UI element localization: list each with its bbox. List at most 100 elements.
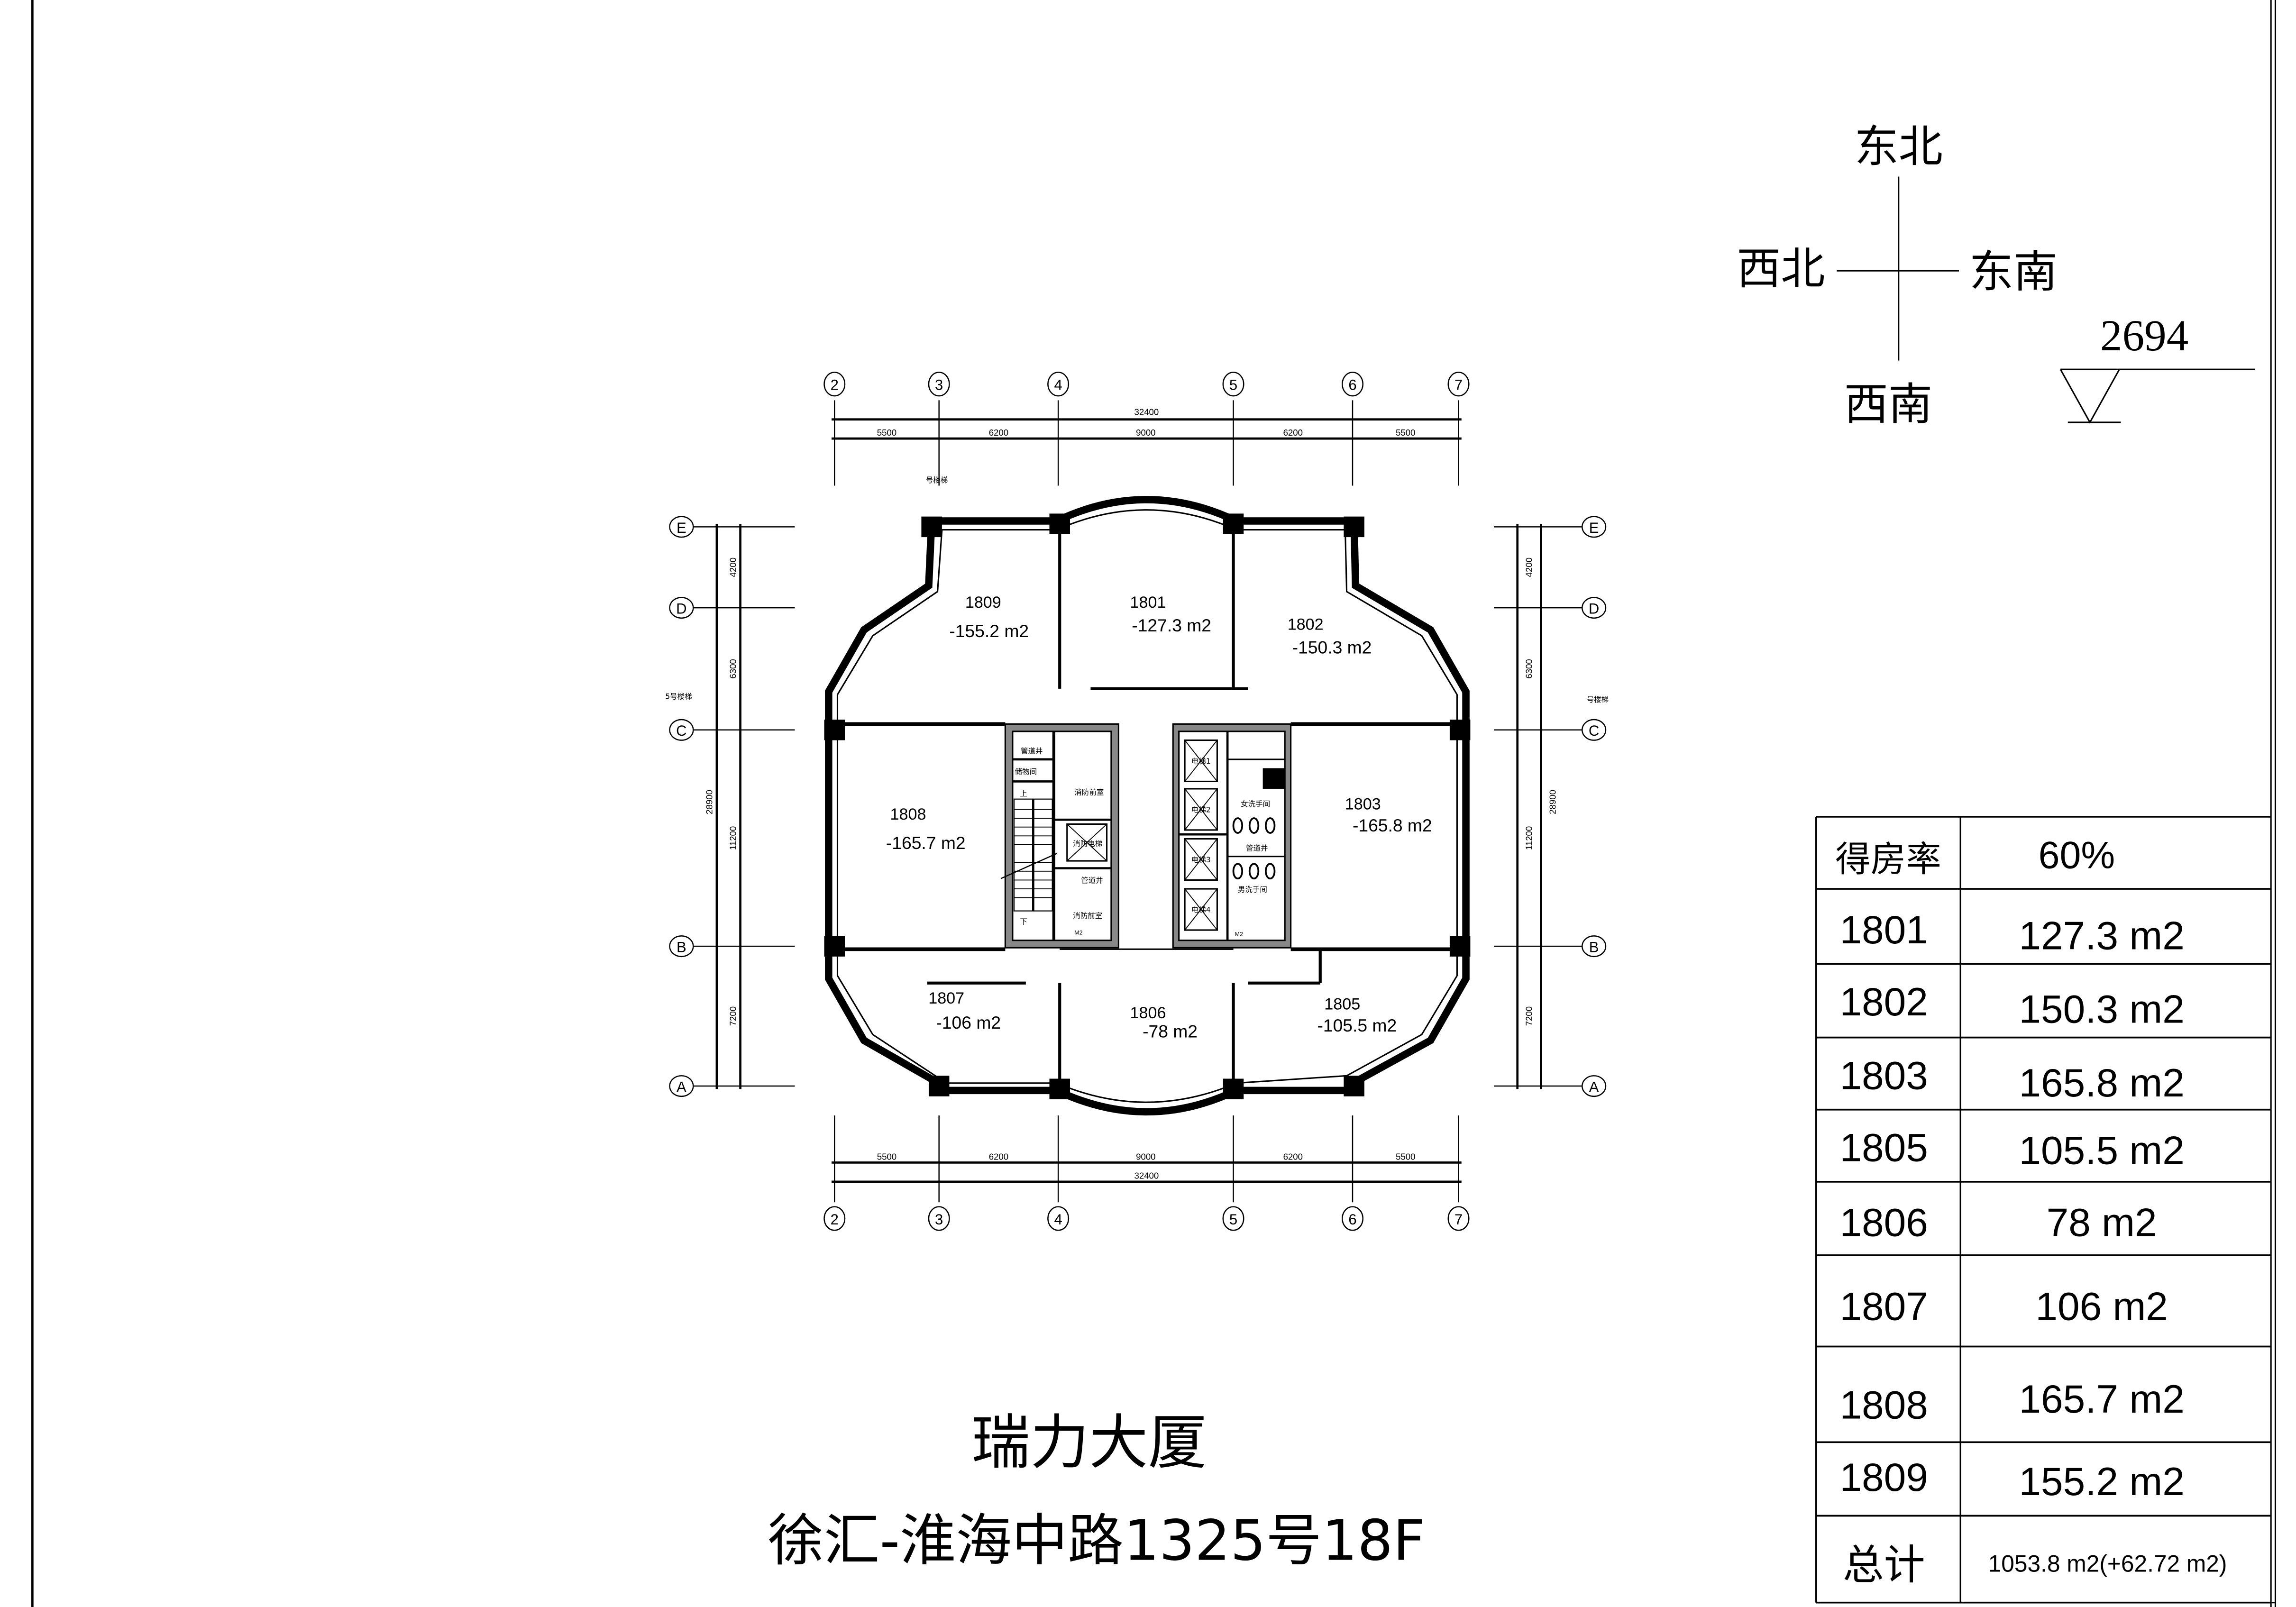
total-label: 总计 bbox=[1843, 1541, 1925, 1589]
stair-down-label: 下 bbox=[1020, 918, 1027, 926]
elevator-label: 电梯1 bbox=[1191, 757, 1211, 766]
stair-note-left: 5号楼梯 bbox=[665, 693, 692, 701]
dimension-value: 6200 bbox=[1283, 428, 1303, 438]
table-row: 1807 106 m2 bbox=[1839, 1284, 2168, 1329]
door-label: M2 bbox=[1074, 929, 1082, 936]
axis-row-label: A bbox=[1589, 1078, 1599, 1095]
axis-bubble bbox=[1447, 1206, 1470, 1231]
pipe-shaft-label: 管道井 bbox=[1081, 877, 1103, 885]
dimension-total: 28900 bbox=[1547, 790, 1557, 814]
room-number: 1805 bbox=[1324, 995, 1360, 1014]
unit-number: 1802 bbox=[1839, 979, 1928, 1024]
room-area: -150.3 m2 bbox=[1292, 637, 1372, 657]
axis-bubble bbox=[669, 597, 694, 619]
axis-row-label: A bbox=[677, 1078, 686, 1095]
structural-column bbox=[928, 1076, 950, 1096]
toilet-icon bbox=[1248, 863, 1260, 880]
unit-number: 1803 bbox=[1839, 1053, 1928, 1097]
room-number: 1806 bbox=[1130, 1004, 1166, 1022]
staircase-icon bbox=[1000, 798, 1057, 912]
room-area: -105.5 m2 bbox=[1317, 1015, 1397, 1035]
stair-note-top: 号楼梯 bbox=[926, 476, 948, 484]
toilet-icon bbox=[1232, 863, 1244, 880]
dimension-value: 5500 bbox=[877, 1151, 896, 1161]
axis-row-label: D bbox=[676, 601, 686, 617]
axis-bubble bbox=[1342, 372, 1363, 397]
axis-row-label: C bbox=[676, 722, 686, 739]
womens-restroom-label: 女洗手间 bbox=[1241, 799, 1270, 808]
drawing-frame bbox=[31, 0, 2277, 1607]
structural-column bbox=[1449, 936, 1471, 957]
elevation-triangle-icon bbox=[2059, 369, 2120, 424]
room-area: -165.8 m2 bbox=[1353, 815, 1432, 835]
axis-column-label: 4 bbox=[1054, 377, 1062, 393]
room-1807: 1807-106 m2 bbox=[928, 989, 1001, 1032]
unit-area: 105.5 m2 bbox=[2019, 1128, 2184, 1173]
elevator-car-icon bbox=[1184, 788, 1218, 831]
room-number: 1807 bbox=[928, 989, 964, 1007]
dimension-value: 5500 bbox=[1396, 1151, 1415, 1161]
unit-area: 127.3 m2 bbox=[2019, 913, 2184, 958]
axis-bubble bbox=[669, 935, 694, 958]
room-1802: 1802 -150.3 m2 bbox=[1288, 616, 1372, 657]
axis-bubble bbox=[1582, 597, 1607, 619]
axis-column-label: 2 bbox=[831, 1211, 839, 1228]
elevator-cross bbox=[1184, 788, 1218, 831]
unit-area: 165.7 m2 bbox=[2019, 1377, 2184, 1421]
room-number: 1802 bbox=[1288, 616, 1324, 634]
toilet-icon bbox=[1232, 817, 1244, 834]
elevator-cross bbox=[1184, 838, 1218, 881]
unit-area: 106 m2 bbox=[2035, 1284, 2168, 1329]
dimension-value: 6300 bbox=[728, 659, 738, 678]
unit-number: 1807 bbox=[1839, 1284, 1928, 1329]
interior-walls bbox=[832, 524, 1463, 1089]
elevation-marker: 2694 bbox=[2059, 311, 2255, 424]
ratio-value: 60% bbox=[2039, 834, 2115, 877]
axis-column-label: 3 bbox=[935, 1211, 943, 1228]
mens-restroom-label: 男洗手间 bbox=[1238, 885, 1267, 894]
axis-bubble bbox=[669, 516, 694, 538]
unit-area: 150.3 m2 bbox=[2019, 987, 2184, 1032]
ratio-label: 得房率 bbox=[1835, 839, 1941, 880]
elevation-value: 2694 bbox=[2100, 311, 2188, 360]
axis-bubble bbox=[1582, 516, 1607, 538]
fire-lobby-label: 消防前室 bbox=[1074, 788, 1104, 796]
dimension-value: 6200 bbox=[989, 428, 1008, 438]
axis-row-label: C bbox=[1589, 722, 1599, 739]
axis-column-label: 2 bbox=[831, 377, 839, 393]
axis-column-label: 7 bbox=[1454, 1211, 1463, 1228]
fire-elevator-icon bbox=[1066, 823, 1108, 862]
orientation-compass: 东北 西北 东南 西南 bbox=[1737, 121, 2058, 429]
axis-column-label: 3 bbox=[935, 377, 943, 393]
dimension-total: 32400 bbox=[1134, 1171, 1159, 1181]
axis-column-label: 4 bbox=[1054, 1211, 1062, 1228]
building-name-title: 瑞力大厦 bbox=[971, 1409, 1207, 1477]
toilet-icon bbox=[1248, 817, 1260, 834]
dimension-value: 4200 bbox=[1524, 557, 1534, 577]
axis-bubble bbox=[1342, 1206, 1363, 1231]
dimension-value: 5500 bbox=[877, 428, 896, 438]
axis-bubble bbox=[1582, 1075, 1607, 1097]
room-1805: 1805-105.5 m2 bbox=[1317, 995, 1397, 1036]
elevator-car-icon bbox=[1184, 838, 1218, 881]
elevator-label: 电梯3 bbox=[1191, 856, 1211, 864]
dimension-total: 32400 bbox=[1134, 407, 1159, 417]
core-left: 管道井 储物间 消防前室 消防电梯 管道井 消防前室 上 下 M2 bbox=[1000, 723, 1119, 949]
axis-bubble bbox=[1582, 719, 1607, 741]
compass-east-label: 东南 bbox=[1969, 246, 2058, 297]
door-label: M2 bbox=[1235, 931, 1243, 937]
room-number: 1809 bbox=[965, 593, 1001, 612]
room-1806: 1806-78 m2 bbox=[1130, 1004, 1198, 1041]
fire-lobby-label: 消防前室 bbox=[1073, 912, 1102, 920]
axis-bubble bbox=[1047, 1206, 1070, 1231]
axis-row-label: B bbox=[677, 939, 686, 956]
compass-south-label: 西南 bbox=[1844, 379, 1932, 430]
total-value: 1053.8 m2(+62.72 m2) bbox=[1988, 1550, 2227, 1577]
axis-bubble bbox=[1047, 372, 1070, 397]
axis-bubble bbox=[928, 1206, 950, 1231]
